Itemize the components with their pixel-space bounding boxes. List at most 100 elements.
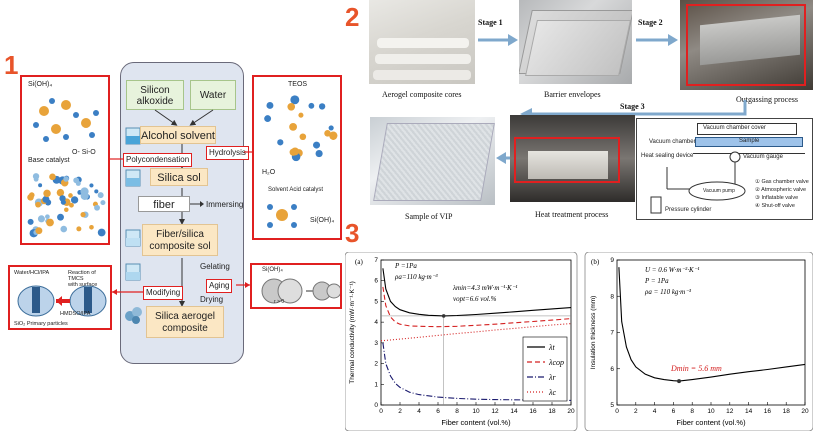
y-axis-label: Insulation thickness (mm) (590, 296, 597, 370)
molecule-dot (318, 103, 326, 110)
beaker-icon (125, 169, 141, 187)
annotation: ρa=110 kg·m⁻³ (394, 273, 438, 281)
chart-frame (345, 252, 578, 431)
molecule-dot (277, 139, 284, 146)
particle-dot (27, 218, 34, 225)
particle-dot (33, 176, 39, 182)
modifying-detail-box: Water/HCl/IPA Reaction of TMCS with surf… (8, 265, 112, 330)
y-tick-label: 4 (374, 319, 378, 326)
beaker-icon (125, 263, 141, 281)
particle-neck-icon (261, 278, 340, 304)
vacuum-pump-label: Vacuum pump (703, 188, 735, 194)
particle-dot (69, 202, 74, 208)
vacuum-schematic: Vacuum chamber cover Sample Vacuum chamb… (636, 118, 813, 220)
x-tick-label: 10 (707, 408, 715, 415)
x-tick-label: 10 (472, 408, 480, 415)
annotation: P =1Pa (394, 262, 417, 270)
heat-sealing-label: Heat sealing device (641, 153, 694, 159)
molecule-icon (33, 98, 99, 142)
sioh4-product-label: Si(OH)₄ (310, 217, 335, 224)
annotation: ρa = 110 kg·m⁻³ (644, 288, 692, 296)
molecule-dot (324, 130, 331, 137)
x-tick-label: 0 (615, 408, 619, 415)
legend-label: λc (548, 388, 556, 397)
y-tick-label: 7 (374, 257, 378, 264)
immersing-label: Immersing (206, 200, 244, 209)
x-tick-label: 2 (634, 408, 638, 415)
y-tick-label: 6 (610, 366, 614, 373)
molecule-dot (287, 102, 296, 111)
surface-modification-icon (17, 285, 107, 317)
particle-dot (64, 207, 69, 213)
panel-number-2: 2 (345, 2, 360, 32)
particle-dot (27, 194, 34, 201)
beaker-icon (125, 229, 141, 247)
h2o-label: H₂O (262, 169, 276, 176)
x-tick-label: 20 (567, 408, 575, 415)
panel-label: (a) (355, 258, 363, 266)
x-tick-label: 6 (672, 408, 676, 415)
y-tick-label: 9 (610, 257, 614, 264)
chamber-cover-label: Vacuum chamber cover (703, 125, 766, 131)
pressure-cylinder-label: Pressure cylinder (665, 207, 712, 213)
legend-label: λt (548, 343, 555, 352)
particle-dot (97, 228, 106, 237)
vip-sample-photo (370, 117, 495, 205)
aging-sioh4-label: Si(OH)₄ (262, 267, 283, 273)
x-tick-label: 0 (379, 408, 383, 415)
particle-dot (68, 193, 73, 198)
particle-dot (70, 196, 79, 204)
schematic-lines (650, 151, 746, 214)
particle-dot (43, 189, 51, 198)
molecule-dot (313, 141, 321, 149)
stage3-label: Stage 3 (620, 102, 645, 111)
y-axis-label: Thermal conductivity (mW·m⁻¹·K⁻¹) (349, 281, 356, 384)
particle-dot (60, 225, 68, 233)
x-tick-label: 20 (801, 408, 809, 415)
aging-tag: Aging (206, 279, 233, 293)
y-tick-label: 6 (374, 278, 378, 285)
series-line-0 (382, 268, 572, 317)
y-tick-label: 5 (610, 402, 614, 409)
composite-sol-box: Fiber/silica composite sol (142, 224, 218, 256)
polycondensation-tag: Polycondensation (123, 153, 193, 167)
particle-dot (46, 218, 54, 227)
y-tick-label: 3 (374, 340, 378, 347)
x-tick-label: 2 (398, 408, 402, 415)
tmcs-label: Reaction of TMCS with surface (68, 270, 98, 288)
particle-dot (89, 183, 94, 188)
aerogel-composite-box: Silica aerogel composite (146, 306, 224, 338)
water-box: Water (190, 80, 236, 110)
molecule-dot (298, 112, 304, 118)
molecule-dot (266, 101, 274, 109)
x-tick-label: 6 (436, 408, 440, 415)
polycondensation-detail-box: Si(OH)₄ Base catalyst O- Si-O (20, 75, 110, 245)
x-tick-label: 12 (491, 408, 499, 415)
molecule-dot (290, 95, 300, 105)
panel-label: (b) (591, 258, 600, 266)
x-tick-label: 18 (783, 408, 791, 415)
sioh4-label: Si(OH)₄ (28, 81, 53, 88)
y-tick-label: 2 (374, 361, 378, 368)
silica-sol-box: Silica sol (150, 168, 208, 186)
particle-dot (59, 195, 66, 202)
sioh4-molecule-icon (267, 204, 297, 228)
legend-label: λcop (548, 358, 564, 367)
chart-frame (584, 252, 813, 431)
valve-legend-3: ③ Inflatable valve (755, 195, 799, 201)
series-line-1 (382, 286, 572, 328)
x-tick-label: 12 (726, 408, 734, 415)
particle-dot (57, 213, 64, 221)
molecule-dot (330, 134, 337, 140)
series-line-3 (380, 323, 572, 342)
x-tick-label: 8 (690, 408, 694, 415)
sample-label: Sample (739, 138, 760, 144)
stage2-label: Stage 2 (638, 18, 663, 27)
y-tick-label: 1 (374, 381, 378, 388)
r-label: r > 0 (274, 299, 285, 305)
x-tick-label: 18 (548, 408, 556, 415)
molecule-dot (289, 122, 298, 131)
hmdso-label: HMDSO/IPA (60, 311, 91, 317)
